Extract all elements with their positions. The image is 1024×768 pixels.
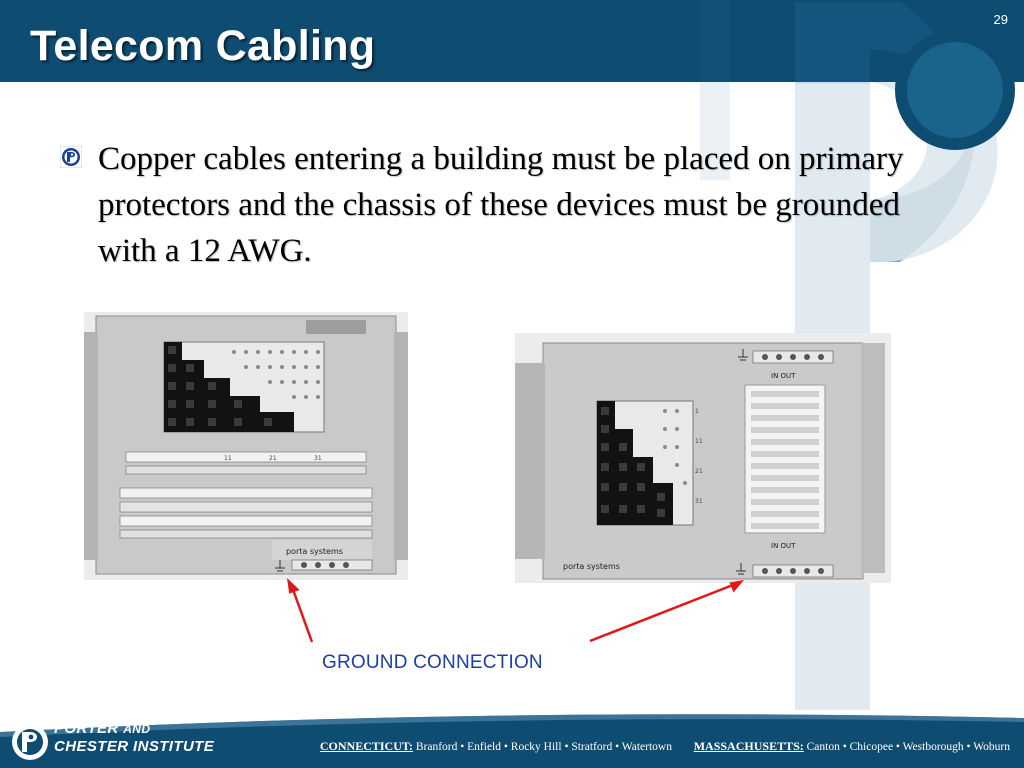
row-number: 1 [695,408,699,415]
brand-line-1: PORTER AND [54,720,214,738]
manufacturer-label: porta systems [286,547,343,556]
ground-symbol-icon [736,563,746,575]
bullet-text: Copper cables entering a building must b… [98,141,904,269]
campus-locations: CONNECTICUT: Branford • Enfield • Rocky … [320,739,1010,754]
protector-panel-photo-right: 1 11 21 31 IN OUT IN OUT porta systems [515,333,891,583]
logo-bullet-icon [60,146,82,168]
ground-symbol-icon [738,349,748,361]
arrow-left-icon [287,578,314,643]
row-number: 21 [695,468,703,475]
state-massachusetts: MASSACHUSETTS: [693,739,804,753]
row-number: 31 [695,498,703,505]
ground-connection-label: GROUND CONNECTION [322,652,543,673]
brand-name: PORTER AND CHESTER INSTITUTE [54,720,214,755]
brand-and: AND [123,722,151,736]
manufacturer-label: porta systems [563,562,620,571]
ground-symbol-icon [275,560,285,572]
state-connecticut: CONNECTICUT: [319,739,413,753]
footer-band [0,714,1024,768]
porter-chester-logo-icon [12,724,48,760]
brand-porter: PORTER [54,720,119,737]
terminal-number: 21 [269,455,277,462]
terminal-number: 31 [314,455,322,462]
towns-massachusetts: Canton • Chicopee • Westborough • Woburn [806,741,1010,753]
terminal-number: 11 [224,455,232,462]
arrow-right-icon [589,580,744,643]
protector-panel-photo-left: 11 21 31 porta systems [84,312,408,580]
slide-number: 29 [993,12,1008,27]
in-out-label: IN OUT [771,542,796,550]
row-number: 11 [695,438,703,445]
towns-connecticut: Branford • Enfield • Rocky Hill • Stratf… [415,741,672,753]
in-out-label: IN OUT [771,372,796,380]
bullet-item: Copper cables entering a building must b… [60,136,950,274]
brand-line-2: CHESTER INSTITUTE [54,738,215,755]
slide-title: Telecom Cabling [30,22,376,70]
